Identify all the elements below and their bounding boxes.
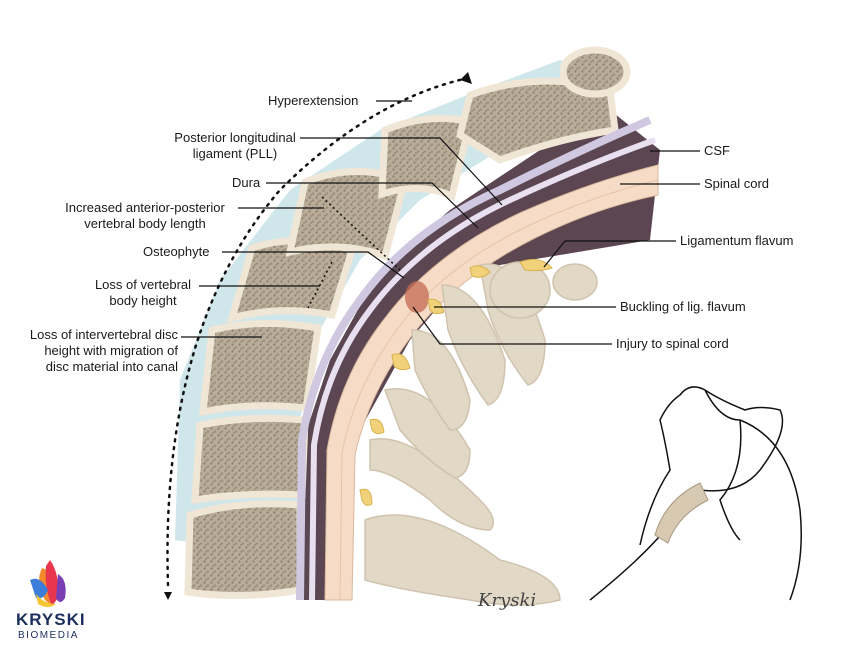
label-pll-line2: ligament (PLL) — [192, 146, 278, 161]
label-loss-height-line2: body height — [109, 293, 177, 308]
label-disc-line3: disc material into canal — [45, 359, 178, 374]
spinal-cord — [324, 164, 659, 601]
spinous-process — [383, 388, 471, 479]
vertebral-bodies — [184, 46, 631, 600]
label-pll: Posterior longitudinal ligament (PLL) — [160, 130, 310, 162]
spinous-process — [364, 514, 561, 606]
ligamentum-flavum — [359, 259, 553, 506]
label-disc-migration: Loss of intervertebral disc height with … — [10, 327, 178, 375]
label-spinal-cord: Spinal cord — [704, 176, 770, 191]
dura-layer — [309, 137, 657, 601]
facet — [552, 263, 598, 301]
arrow-head-top — [460, 72, 472, 84]
label-injury: Injury to spinal cord — [616, 336, 729, 351]
label-disc-line2: height with migration of — [44, 343, 178, 358]
label-osteophyte: Osteophyte — [143, 244, 210, 259]
label-hyperextension: Hyperextension — [268, 93, 359, 108]
leader-lines — [181, 100, 700, 345]
posterior-elements — [364, 261, 598, 606]
logo-text-kryski: KRYSKI — [16, 610, 86, 629]
kryski-logo-mark — [30, 560, 66, 607]
label-disc-line1: Loss of intervertebral disc — [29, 327, 178, 342]
inset-spine — [654, 482, 709, 544]
body-height-arrow — [307, 261, 333, 309]
posterior-longitudinal-ligament — [296, 116, 652, 601]
label-loss-height-line1: Loss of vertebral — [94, 277, 192, 292]
label-buckling: Buckling of lig. flavum — [620, 299, 746, 314]
cord-injury — [405, 281, 429, 313]
vertebral-body — [184, 500, 304, 600]
label-pll-line1: Posterior longitudinal — [174, 130, 296, 145]
label-increased-line2: vertebral body length — [84, 216, 206, 231]
logo-text-biomedia: BIOMEDIA — [18, 630, 79, 641]
label-ligamentum-flavum: Ligamentum flavum — [680, 233, 794, 248]
vertebral-body — [378, 114, 475, 201]
label-csf: CSF — [704, 143, 730, 158]
vertebral-body — [226, 236, 357, 323]
label-increased-length: Increased anterior-posterior vertebral b… — [50, 200, 240, 232]
spinous-process — [441, 284, 506, 406]
artist-signature: Kryski — [478, 590, 537, 611]
vertebral-body — [559, 46, 631, 98]
label-loss-height: Loss of vertebral body height — [88, 277, 198, 309]
vertebral-body — [285, 167, 410, 261]
label-dura: Dura — [232, 175, 261, 190]
arrow-head-bottom — [164, 592, 172, 600]
canal-background — [300, 110, 660, 600]
vertebral-body — [455, 77, 619, 164]
hyperextension-arrow — [166, 76, 470, 587]
label-increased-line1: Increased anterior-posterior — [65, 200, 225, 215]
vertebral-body — [191, 414, 309, 505]
spinal-cord-midline — [339, 179, 659, 601]
